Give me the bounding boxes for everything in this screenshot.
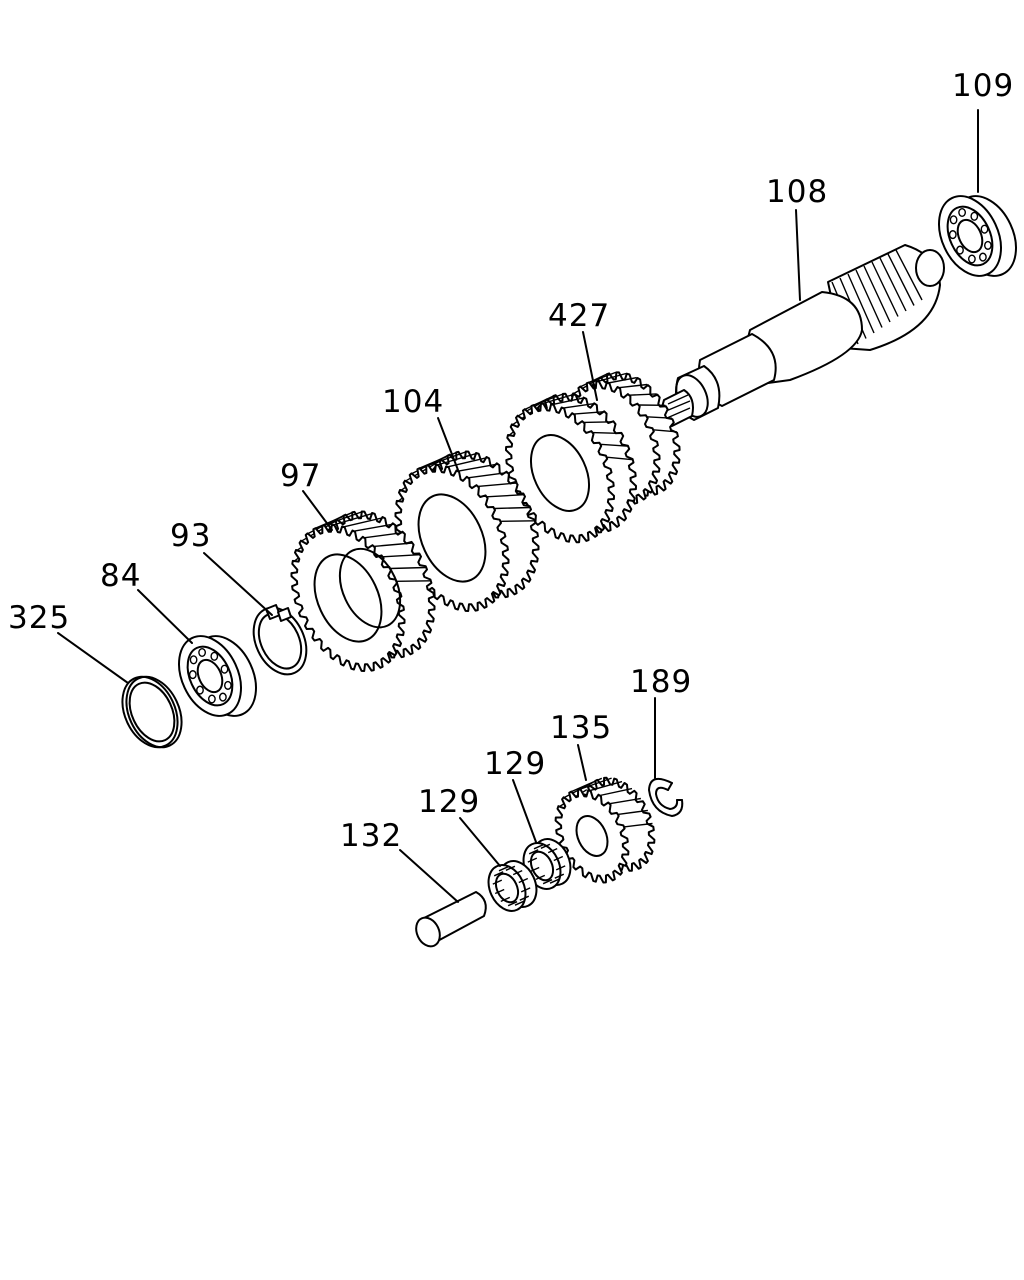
callout-84: 84 <box>100 558 141 594</box>
callout-108: 108 <box>766 174 828 210</box>
part-427-gear-pair <box>505 371 681 544</box>
part-108-shaft <box>661 244 945 427</box>
part-97-gear <box>290 510 436 672</box>
callout-104: 104 <box>382 384 444 420</box>
callout-labels: 109 108 427 104 97 93 84 325 189 135 129… <box>8 68 1014 854</box>
callout-93: 93 <box>170 518 211 554</box>
part-325-seal-ring <box>121 675 183 749</box>
leader-lines <box>57 109 979 903</box>
part-93-snap-ring <box>252 604 308 676</box>
callout-325: 325 <box>8 600 70 636</box>
callout-427: 427 <box>548 298 610 334</box>
callout-129-lower: 129 <box>418 784 480 820</box>
callout-97: 97 <box>280 458 321 494</box>
part-135-gear <box>554 776 656 884</box>
callout-132: 132 <box>340 818 402 854</box>
callout-189: 189 <box>630 664 692 700</box>
callout-135: 135 <box>550 710 612 746</box>
part-84-bearing <box>178 635 257 717</box>
part-132-pin <box>415 891 487 948</box>
part-129-needle-bearing-a <box>487 860 538 912</box>
callout-129-upper: 129 <box>484 746 546 782</box>
part-189-snap-ring <box>648 777 684 817</box>
callout-109: 109 <box>952 68 1014 104</box>
part-109-bearing <box>938 195 1017 277</box>
